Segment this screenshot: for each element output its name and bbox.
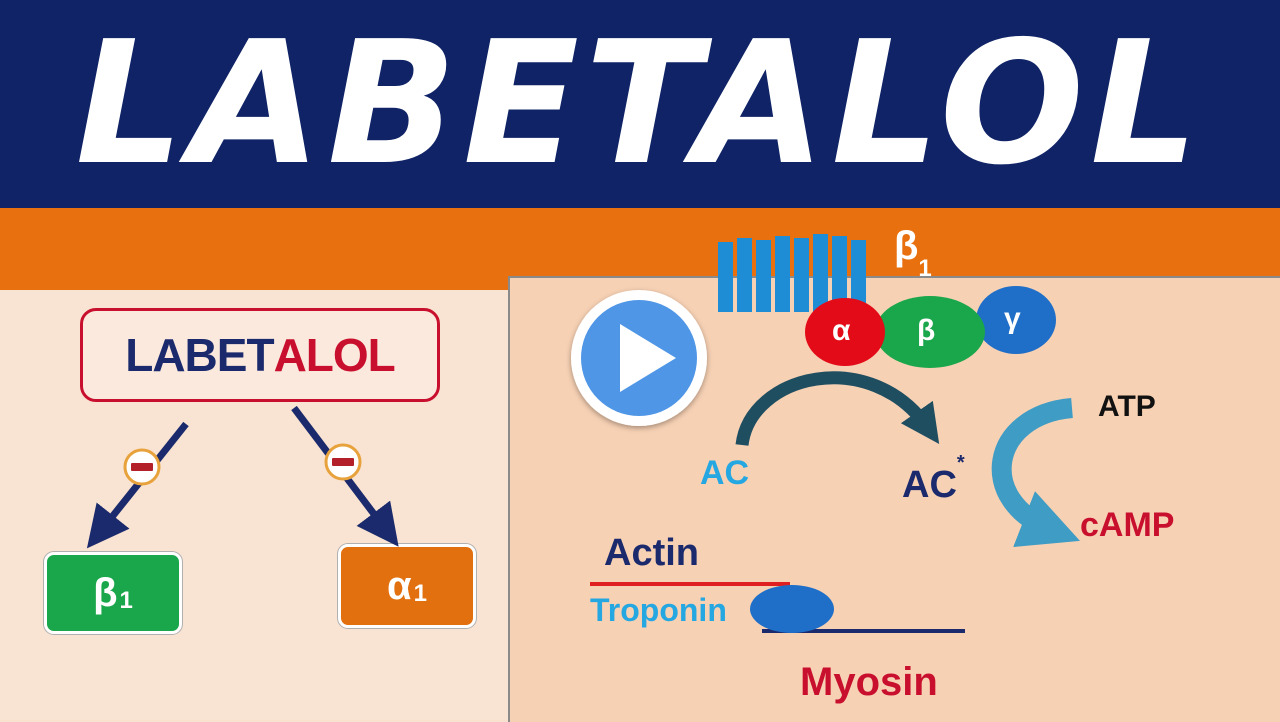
atp-to-camp-arrow: [991, 398, 1080, 548]
alpha1-subscript: 1: [413, 580, 427, 607]
ac-active-text: AC: [902, 464, 957, 506]
beta1-symbol: β: [93, 570, 118, 615]
main-title: LABETALOL: [75, 5, 1205, 203]
beta1-subscript: 1: [119, 587, 133, 614]
troponin-label: Troponin: [590, 592, 727, 628]
g-alpha-label: α: [832, 314, 851, 347]
actin-label: Actin: [604, 532, 699, 574]
transmembrane-receptor: [718, 234, 866, 312]
troponin-blob: [750, 585, 834, 633]
inhibit-badge-alpha1: [324, 443, 362, 481]
ac-active-mark: *: [956, 452, 965, 475]
camp-label: cAMP: [1080, 506, 1175, 544]
g-beta-subunit: [875, 296, 985, 368]
receptor-symbol: β: [894, 224, 919, 268]
atp-label: ATP: [1098, 390, 1156, 423]
activation-arrow: [735, 371, 940, 447]
title-banner: [0, 0, 1280, 208]
g-gamma-subunit: [976, 286, 1056, 354]
drug-name-part-a: LABET: [125, 329, 274, 381]
alpha1-symbol: α: [387, 563, 412, 608]
g-alpha-subunit: [805, 298, 885, 366]
receptor-label: β1: [894, 224, 932, 281]
myosin-label: Myosin: [800, 660, 938, 704]
receptor-subscript: 1: [918, 255, 932, 282]
ac-active-label: AC*: [902, 453, 965, 506]
g-gamma-label: γ: [1004, 302, 1021, 335]
inhibit-badge-beta1: [123, 448, 161, 486]
drug-name-part-b: ALOL: [273, 329, 396, 381]
g-beta-label: β: [917, 314, 936, 347]
play-icon[interactable]: [571, 290, 707, 426]
ac-label: AC: [700, 454, 750, 492]
